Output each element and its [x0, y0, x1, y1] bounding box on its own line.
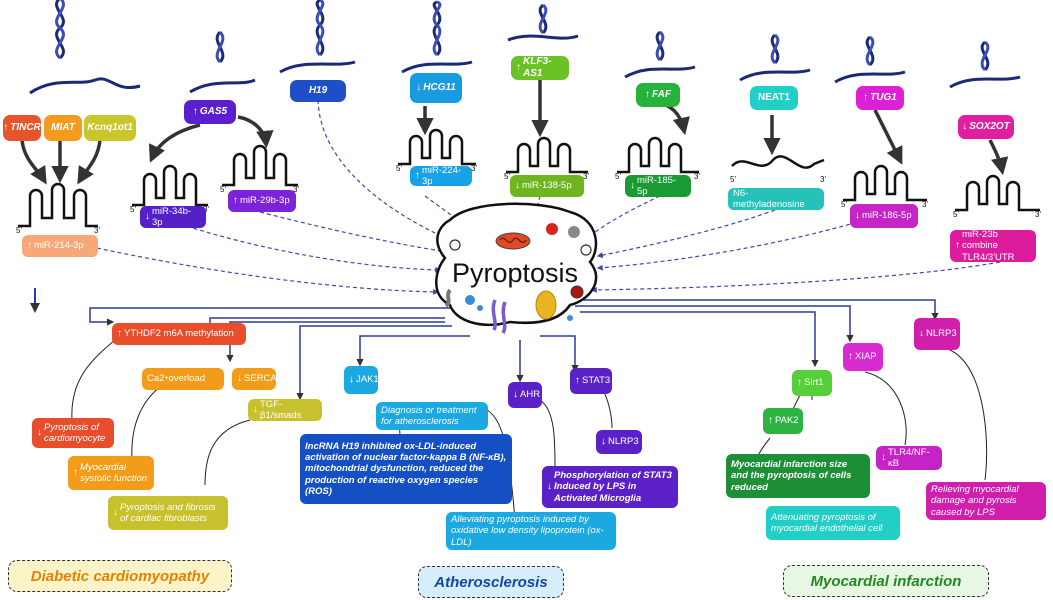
- three-prime-label: 3': [293, 185, 299, 194]
- label-myocardial-infarction: Myocardial infarction: [783, 565, 989, 597]
- mirna-hairpin: [617, 136, 699, 174]
- outcome-relieving: Relieving myocardial damage and pyrosis …: [926, 482, 1046, 520]
- five-prime-label: 5': [130, 205, 136, 214]
- mirna-224: ↑miR-224-3p: [410, 165, 472, 187]
- mirna-29b: ↑miR-29b-3p: [228, 190, 296, 212]
- outcome-pyroptosis-cardiomyocyte: ↓Pyroptosis of cardiomyocyte: [32, 418, 114, 448]
- five-prime-label: 5': [730, 175, 736, 184]
- label-diabetic-cardiomyopathy: Diabetic cardiomyopathy: [8, 560, 232, 592]
- lncrna-faf: ↑FAF: [636, 83, 680, 107]
- mirna-hairpin: [955, 174, 1040, 212]
- lncrna-h19: H19: [290, 80, 346, 102]
- jak1-box: ↓JAK1: [344, 366, 379, 394]
- nlrp3-stat3-box: ↓NLRP3: [596, 430, 642, 454]
- ahr-box: ↓AHR: [508, 382, 542, 408]
- mirna-hairpin: [398, 128, 476, 166]
- dna-icon: [279, 0, 356, 74]
- mirna-hairpin: [506, 136, 588, 174]
- dna-icon: [189, 30, 256, 94]
- outcome-h19-mechanism: lncRNA H19 inhibited ox-LDL-induced acti…: [300, 434, 512, 504]
- mirna-34b: ↓miR-34b-3p: [140, 206, 206, 228]
- five-prime-label: 5': [504, 172, 510, 181]
- lncrna-tincr: ↑TINCR: [3, 115, 41, 141]
- mirna-hairpin: [132, 164, 208, 207]
- outcome-myocardial-systolic: ↑Myocardial systolic function: [68, 456, 154, 490]
- ca2-overload-box: Ca2+overload: [142, 368, 224, 390]
- outcome-phosphorylation: ↓Phosphorylation of STAT3 Induced by LPS…: [542, 466, 678, 508]
- dna-icon: [507, 3, 579, 42]
- outcome-fibrosis: ↓Pyroptosis and fibrosis of cardiac fibr…: [108, 496, 228, 530]
- ythdf2-box: ↑YTHDF2 m6A methylation: [112, 323, 246, 345]
- serca-box: ↓SERCA: [232, 368, 277, 390]
- lncrna-gas5: ↑GAS5: [184, 100, 236, 124]
- three-prime-label: 3': [820, 175, 826, 184]
- mirna-185: ↓miR-185-5p: [625, 175, 691, 197]
- dna-icon: [949, 40, 1021, 89]
- three-prime-label: 3': [583, 172, 589, 181]
- outcome-diagnosis: Diagnosis or treatment for atheroscleros…: [376, 402, 488, 430]
- three-prime-label: 3': [922, 200, 928, 209]
- tgf-box: ↓TGF-β1/smads: [248, 399, 322, 421]
- mirna-hairpin: [18, 182, 98, 228]
- lncrna-hcg11: ↓HCG11: [410, 73, 462, 103]
- dna-icon: [624, 30, 696, 79]
- pak2-box: ↑PAK2: [763, 408, 803, 434]
- dna-icon: [401, 0, 473, 74]
- dna-icon: [739, 33, 811, 82]
- stat3-box: ↑STAT3: [570, 368, 612, 394]
- three-prime-label: 3': [694, 172, 700, 181]
- pyroptosis-title: Pyroptosis: [452, 258, 579, 288]
- outcome-attenuating: Attenuating pyroptosis of myocardial end…: [766, 506, 900, 540]
- five-prime-label: 5': [615, 172, 621, 181]
- five-prime-label: 5': [16, 226, 22, 235]
- outcome-infarct-size: Myocardial infarction size and the pyrop…: [726, 454, 870, 498]
- mirna-hairpin: [843, 164, 927, 202]
- mirna-23b: ↑miR-23b combine TLR4/3'UTR: [950, 229, 1036, 263]
- mirna-214: ↑miR-214-3p: [22, 235, 98, 257]
- lncrna-tug1: ↑TUG1: [856, 86, 904, 110]
- lncrna-klf3as1: ↑KLF3-AS1: [511, 56, 569, 80]
- dna-icon: [29, 0, 141, 95]
- mirna-hairpin: [222, 144, 298, 187]
- three-prime-label: 3': [471, 164, 477, 173]
- xiap-box: ↑XIAP: [843, 343, 883, 371]
- five-prime-label: 5': [220, 185, 226, 194]
- dna-icon: [834, 35, 906, 84]
- three-prime-label: 3': [203, 205, 209, 214]
- n6-methyladenosine: N6-methyladenosine: [728, 188, 824, 210]
- lncrna-kcnq1ot1: Kcnq1ot1: [84, 115, 136, 141]
- nlrp3-mi-box: ↓NLRP3: [914, 318, 960, 350]
- five-prime-label: 5': [841, 200, 847, 209]
- label-atherosclerosis: Atherosclerosis: [418, 566, 564, 598]
- five-prime-label: 5': [953, 210, 959, 219]
- three-prime-label: 3': [94, 226, 100, 235]
- pyroptosis-cell: [435, 202, 598, 334]
- tlr4-box: ↓TLR4/NF-κB: [876, 446, 942, 470]
- lncrna-miat: MIAT: [44, 115, 82, 141]
- mirna-186: ↓miR-186-5p: [850, 204, 918, 228]
- lncrna-sox2ot: ↓SOX2OT: [958, 115, 1014, 139]
- five-prime-label: 5': [396, 164, 402, 173]
- lnc-to-mirna-arrows: [20, 80, 1009, 185]
- n6-strand: [731, 155, 825, 169]
- mirna-138: ↓miR-138-5p: [510, 175, 584, 197]
- lncrna-neat1: NEAT1: [750, 86, 798, 110]
- sirt1-box: ↑Sirt1: [792, 370, 832, 396]
- three-prime-label: 3': [1035, 210, 1041, 219]
- outcome-alleviating: Alleviating pyroptosis induced by oxidat…: [446, 512, 616, 550]
